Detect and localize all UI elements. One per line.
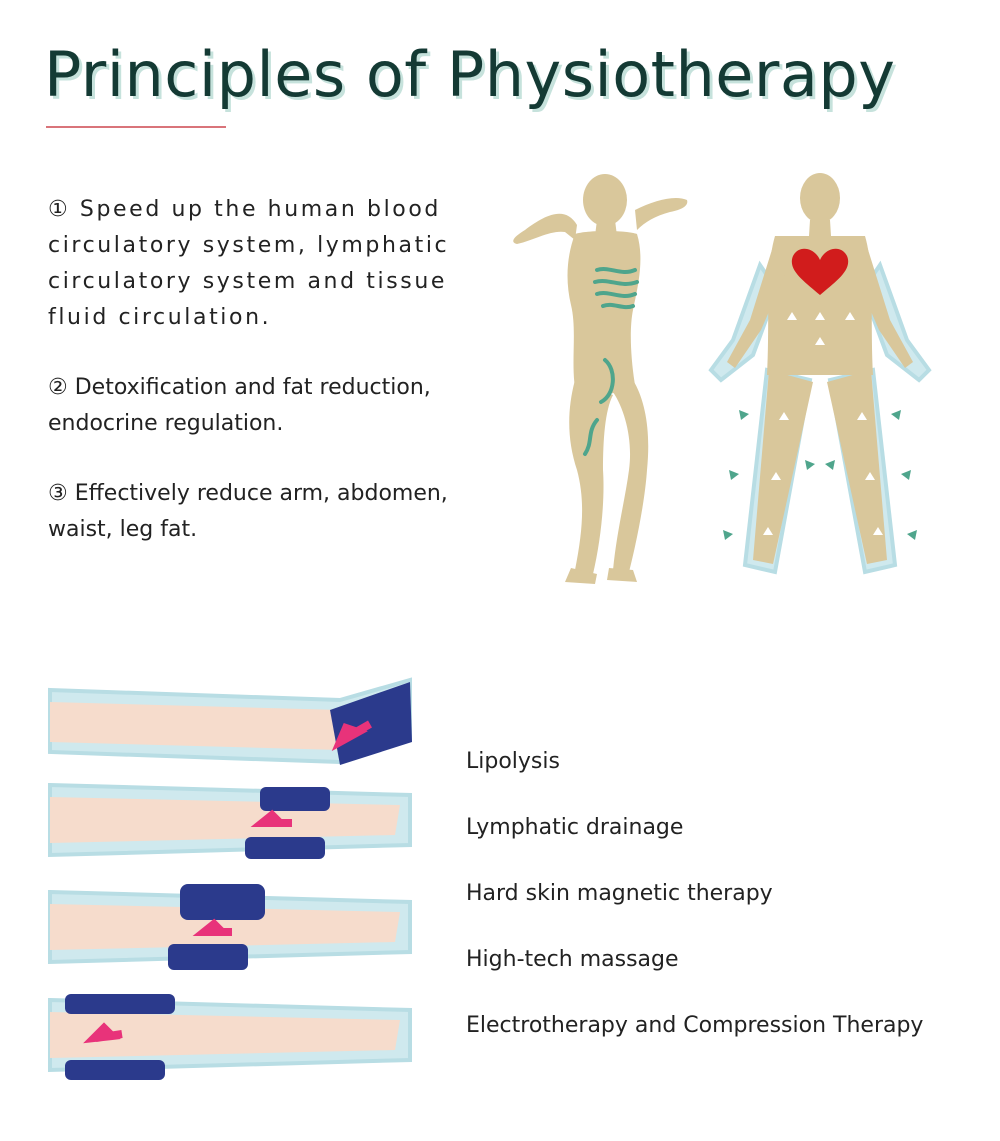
principle-marker: ② [48, 375, 68, 400]
principle-item-1: ① Speed up the human blood circulatory s… [48, 192, 488, 336]
benefits-list: Lipolysis Lymphatic drainage Hard skin m… [466, 740, 923, 1070]
pressure-arrow-icon [331, 720, 372, 752]
benefit-item: Electrotherapy and Compression Therapy [466, 1013, 924, 1038]
principle-item-3: ③ Effectively reduce arm, abdomen, waist… [48, 476, 488, 548]
benefit-item: Hard skin magnetic therapy [466, 881, 773, 906]
body-silhouette-illustration [513, 174, 688, 584]
principle-text: Detoxification and fat reduction, endocr… [48, 375, 431, 436]
principle-item-2: ② Detoxification and fat reduction, endo… [48, 370, 488, 442]
principles-list: ① Speed up the human blood circulatory s… [48, 192, 488, 582]
principle-marker: ③ [48, 481, 68, 506]
principle-marker: ① [48, 197, 71, 222]
pressure-arrows-icon [723, 410, 917, 540]
benefit-item: High-tech massage [466, 947, 679, 972]
leg-stage-thigh [48, 994, 412, 1080]
principle-text: Effectively reduce arm, abdomen, waist, … [48, 481, 448, 542]
page-title: Principles of Physiotherapy [44, 38, 896, 111]
leg-stage-knee [48, 884, 412, 970]
benefit-item: Lipolysis [466, 749, 560, 774]
compression-suit-illustration [708, 173, 932, 575]
pressure-arrow-icon [192, 918, 232, 936]
benefit-item: Lymphatic drainage [466, 815, 684, 840]
leg-stage-calf [48, 782, 412, 859]
leg-stage-foot [48, 677, 412, 765]
leg-compression-sequence-illustration [48, 677, 412, 1080]
pressure-arrow-icon [250, 809, 292, 827]
heart-icon [791, 248, 849, 295]
lymph-lines-icon [583, 267, 639, 456]
flow-arrows-icon [763, 312, 883, 535]
title-underline [46, 126, 226, 128]
principle-text: Speed up the human blood circulatory sys… [48, 197, 450, 330]
pressure-arrow-icon [83, 1022, 123, 1044]
